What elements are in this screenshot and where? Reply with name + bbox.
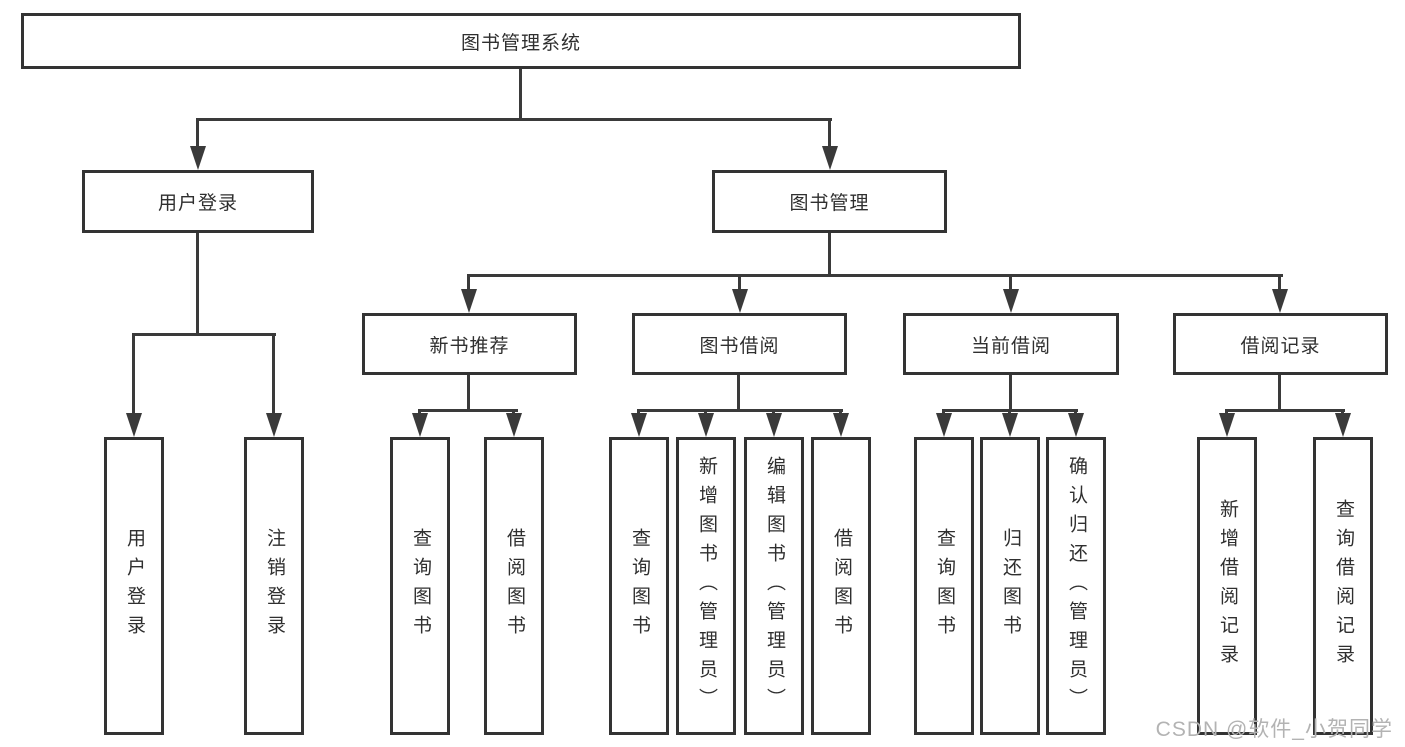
connector-line xyxy=(737,375,740,409)
arrowhead xyxy=(1335,413,1351,437)
arrowhead xyxy=(1003,289,1019,313)
arrowhead xyxy=(190,146,206,170)
node-book-borrow: 图书借阅 xyxy=(632,313,847,375)
arrowhead xyxy=(631,413,647,437)
connector-line xyxy=(418,409,518,412)
connector-line xyxy=(196,118,832,121)
leaf-label: 查询图书 xyxy=(934,528,955,644)
leaf-query-books-3: 查询图书 xyxy=(914,437,974,735)
leaf-label: 新增图书（管理员） xyxy=(696,455,717,717)
leaf-query-books-2: 查询图书 xyxy=(609,437,669,735)
node-current-borrow: 当前借阅 xyxy=(903,313,1119,375)
connector-line xyxy=(467,274,470,292)
node-label: 当前借阅 xyxy=(970,335,1051,357)
node-label: 图书管理 xyxy=(789,193,870,214)
node-book-management: 图书管理 xyxy=(712,170,947,233)
leaf-query-books-1: 查询图书 xyxy=(390,437,450,735)
connector-line xyxy=(1225,409,1345,412)
connector-line xyxy=(132,333,135,415)
leaf-borrow-books-2: 借阅图书 xyxy=(811,437,871,735)
node-label: 新书推荐 xyxy=(429,335,510,357)
leaf-add-borrow-record: 新增借阅记录 xyxy=(1197,437,1257,735)
arrowhead xyxy=(461,289,477,313)
arrowhead xyxy=(698,413,714,437)
node-user-login: 用户登录 xyxy=(82,170,314,233)
leaf-confirm-return-admin: 确认归还（管理员） xyxy=(1046,437,1106,735)
connector-line xyxy=(1009,274,1012,292)
node-label: 用户登录 xyxy=(157,193,238,214)
leaf-user-login: 用户登录 xyxy=(104,437,164,735)
leaf-label: 确认归还（管理员） xyxy=(1066,455,1087,717)
arrowhead xyxy=(1002,413,1018,437)
arrowhead xyxy=(266,413,282,437)
node-label: 借阅记录 xyxy=(1240,335,1321,357)
leaf-label: 编辑图书（管理员） xyxy=(764,455,785,717)
node-root: 图书管理系统 xyxy=(21,13,1021,69)
leaf-label: 借阅图书 xyxy=(831,528,852,644)
leaf-add-books-admin: 新增图书（管理员） xyxy=(676,437,736,735)
arrowhead xyxy=(412,413,428,437)
arrowhead xyxy=(833,413,849,437)
arrowhead xyxy=(506,413,522,437)
leaf-label: 用户登录 xyxy=(124,528,145,644)
leaf-return-books: 归还图书 xyxy=(980,437,1040,735)
connector-line xyxy=(467,375,470,409)
node-label: 图书管理系统 xyxy=(460,32,581,54)
leaf-label: 借阅图书 xyxy=(504,528,525,644)
connector-line xyxy=(272,333,275,415)
leaf-logout: 注销登录 xyxy=(244,437,304,735)
node-borrow-record: 借阅记录 xyxy=(1173,313,1388,375)
connector-line xyxy=(196,118,199,148)
connector-line xyxy=(1278,375,1281,409)
node-label: 图书借阅 xyxy=(699,335,780,357)
leaf-label: 新增借阅记录 xyxy=(1217,499,1238,673)
connector-line xyxy=(519,69,522,118)
leaf-label: 查询借阅记录 xyxy=(1333,499,1354,673)
arrowhead xyxy=(766,413,782,437)
arrowhead xyxy=(732,289,748,313)
csdn-watermark: CSDN @软件_小贺同学 xyxy=(1155,718,1393,741)
connector-line xyxy=(467,274,1283,277)
arrowhead xyxy=(936,413,952,437)
leaf-query-borrow-record: 查询借阅记录 xyxy=(1313,437,1373,735)
arrowhead xyxy=(1219,413,1235,437)
connector-line xyxy=(1009,375,1012,409)
leaf-edit-books-admin: 编辑图书（管理员） xyxy=(744,437,804,735)
connector-line xyxy=(738,274,741,292)
connector-line xyxy=(637,409,843,412)
leaf-borrow-books-1: 借阅图书 xyxy=(484,437,544,735)
arrowhead xyxy=(1068,413,1084,437)
arrowhead xyxy=(1272,289,1288,313)
leaf-label: 注销登录 xyxy=(264,528,285,644)
leaf-label: 查询图书 xyxy=(629,528,650,644)
connector-line xyxy=(196,233,199,333)
connector-line xyxy=(828,118,831,148)
node-new-book-recommend: 新书推荐 xyxy=(362,313,577,375)
arrowhead xyxy=(822,146,838,170)
arrowhead xyxy=(126,413,142,437)
connector-line xyxy=(828,233,831,274)
leaf-label: 归还图书 xyxy=(1000,528,1021,644)
connector-line xyxy=(1278,274,1281,292)
connector-line xyxy=(132,333,276,336)
leaf-label: 查询图书 xyxy=(410,528,431,644)
